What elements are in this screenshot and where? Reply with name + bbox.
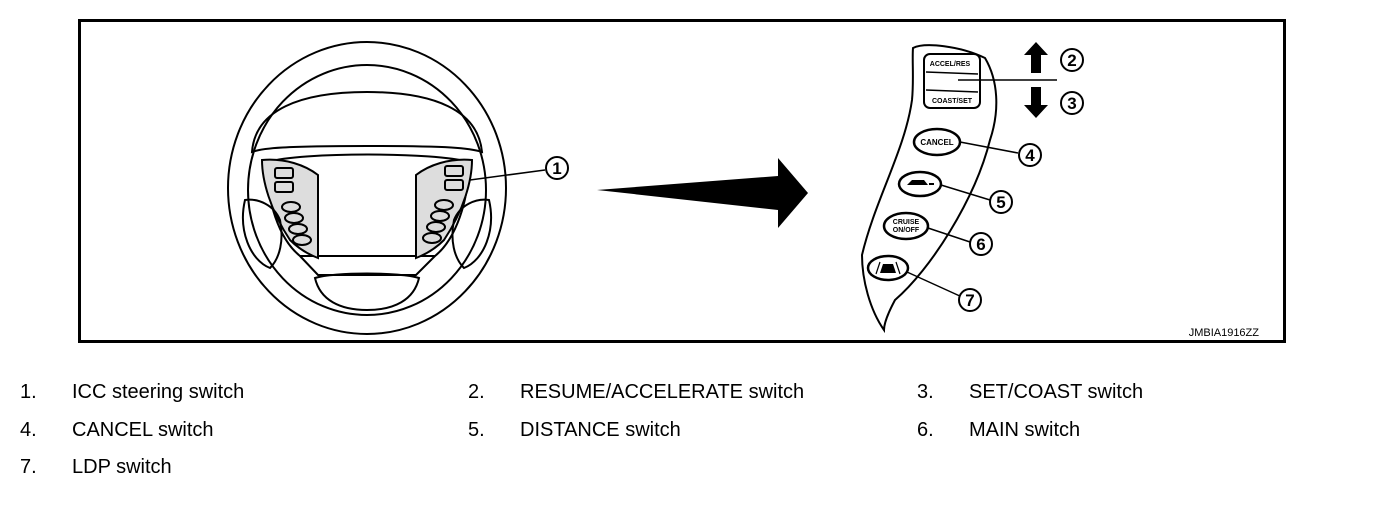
callout-6: 6 xyxy=(969,232,993,256)
svg-text:1: 1 xyxy=(552,159,561,178)
legend-label: RESUME/ACCELERATE switch xyxy=(520,381,805,403)
callout-7: 7 xyxy=(958,288,982,312)
svg-text:ACCEL/RES: ACCEL/RES xyxy=(930,61,971,68)
legend-number: 6. xyxy=(917,419,934,441)
figure-frame xyxy=(78,19,1286,343)
legend-label: DISTANCE switch xyxy=(520,419,681,441)
resume-set-rocker: ACCEL/RES COAST/SET xyxy=(923,53,981,109)
legend-number: 5. xyxy=(468,419,485,441)
callout-4: 4 xyxy=(1018,143,1042,167)
svg-text:3: 3 xyxy=(1067,94,1076,113)
figure-code: JMBIA1916ZZ xyxy=(1189,327,1260,339)
callout-1: 1 xyxy=(545,156,569,180)
cancel-switch: CANCEL xyxy=(912,127,962,157)
legend-label: CANCEL switch xyxy=(72,419,214,441)
legend-label: LDP switch xyxy=(72,456,172,478)
down-arrow xyxy=(1024,87,1048,118)
svg-text:ON/OFF: ON/OFF xyxy=(893,227,920,234)
ldp-switch xyxy=(866,254,910,282)
legend-number: 1. xyxy=(20,381,37,403)
svg-text:2: 2 xyxy=(1067,51,1076,70)
main-switch: CRUISE ON/OFF xyxy=(882,211,930,241)
steering-switch-diagram: 1 ACCEL/RES COAST/SET CANCEL CRUISE ON/O… xyxy=(227,41,1260,339)
legend-number: 3. xyxy=(917,381,934,403)
callout-line-1 xyxy=(469,169,546,181)
legend-label: SET/COAST switch xyxy=(969,381,1144,403)
legend-number: 7. xyxy=(20,456,37,478)
svg-text:7: 7 xyxy=(965,291,974,310)
legend-number: 4. xyxy=(20,419,37,441)
svg-text:CRUISE: CRUISE xyxy=(893,219,920,226)
svg-text:4: 4 xyxy=(1025,146,1035,165)
switch-panel-outline xyxy=(860,44,998,334)
legend-label: MAIN switch xyxy=(969,419,1081,441)
svg-text:COAST/SET: COAST/SET xyxy=(932,98,973,105)
svg-text:6: 6 xyxy=(976,235,985,254)
legend-label: ICC steering switch xyxy=(72,381,245,403)
callout-3: 3 xyxy=(1060,91,1084,115)
distance-switch xyxy=(897,170,943,198)
up-arrow xyxy=(1024,42,1048,73)
svg-text:CANCEL: CANCEL xyxy=(920,138,953,147)
big-arrow xyxy=(597,158,808,228)
svg-text:5: 5 xyxy=(996,193,1005,212)
callout-2: 2 xyxy=(1060,48,1084,72)
steering-wheel xyxy=(227,41,507,335)
legend-number: 2. xyxy=(468,381,485,403)
callout-5: 5 xyxy=(989,190,1013,214)
